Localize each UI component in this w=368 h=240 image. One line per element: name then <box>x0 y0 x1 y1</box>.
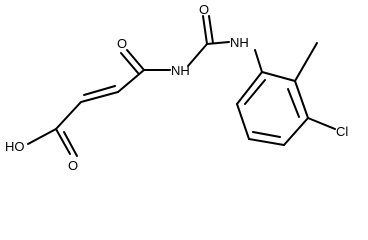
ring-bond-1 <box>261 71 296 82</box>
ring-bond-3 <box>283 117 309 146</box>
bond-n-c5 <box>187 43 208 67</box>
ring-bond-4-inner <box>252 131 281 138</box>
bond-methyl <box>294 42 318 82</box>
ring-bond-2 <box>294 80 309 119</box>
bond-c2-c3-double-b <box>83 85 116 96</box>
ring-bond-2-inner <box>287 88 300 118</box>
bond-c4-o-double-a <box>126 49 145 71</box>
ring-bond-6-inner <box>244 79 266 105</box>
bond-c4-o-double-b <box>120 52 139 74</box>
bond-c5-nh <box>206 41 230 45</box>
bond-c1-c2 <box>55 101 82 130</box>
urea-carbonyl-oxygen-label: O <box>199 2 209 17</box>
bond-c1-o-double-a <box>55 128 71 155</box>
imide-nh-label: NH <box>171 63 190 78</box>
ring-bond-4 <box>248 138 285 146</box>
molecule-structure: HO O O O NH NH Cl <box>5 2 348 173</box>
aryl-nh-label: NH <box>230 35 249 50</box>
bond-nh-aryl <box>254 49 263 73</box>
bond-c5-o-double-b <box>208 15 214 44</box>
bond-c1-o-double-b <box>63 131 78 157</box>
ring-bond-6 <box>236 71 263 105</box>
chlorine-label: Cl <box>336 124 348 139</box>
structure-canvas: HO O O O NH NH Cl <box>5 2 348 173</box>
ring-bond-5 <box>236 103 250 140</box>
bond-ho-c1 <box>27 128 57 145</box>
hydroxyl-label: HO <box>5 139 25 154</box>
acid-carbonyl-oxygen-label: O <box>68 158 78 173</box>
bond-c2-c3-double-a <box>80 91 119 103</box>
bond-c3-c4 <box>117 69 145 93</box>
bond-c-cl <box>307 117 336 130</box>
amide-carbonyl-oxygen-label: O <box>117 36 127 51</box>
bond-c5-o-double-a <box>202 15 208 45</box>
